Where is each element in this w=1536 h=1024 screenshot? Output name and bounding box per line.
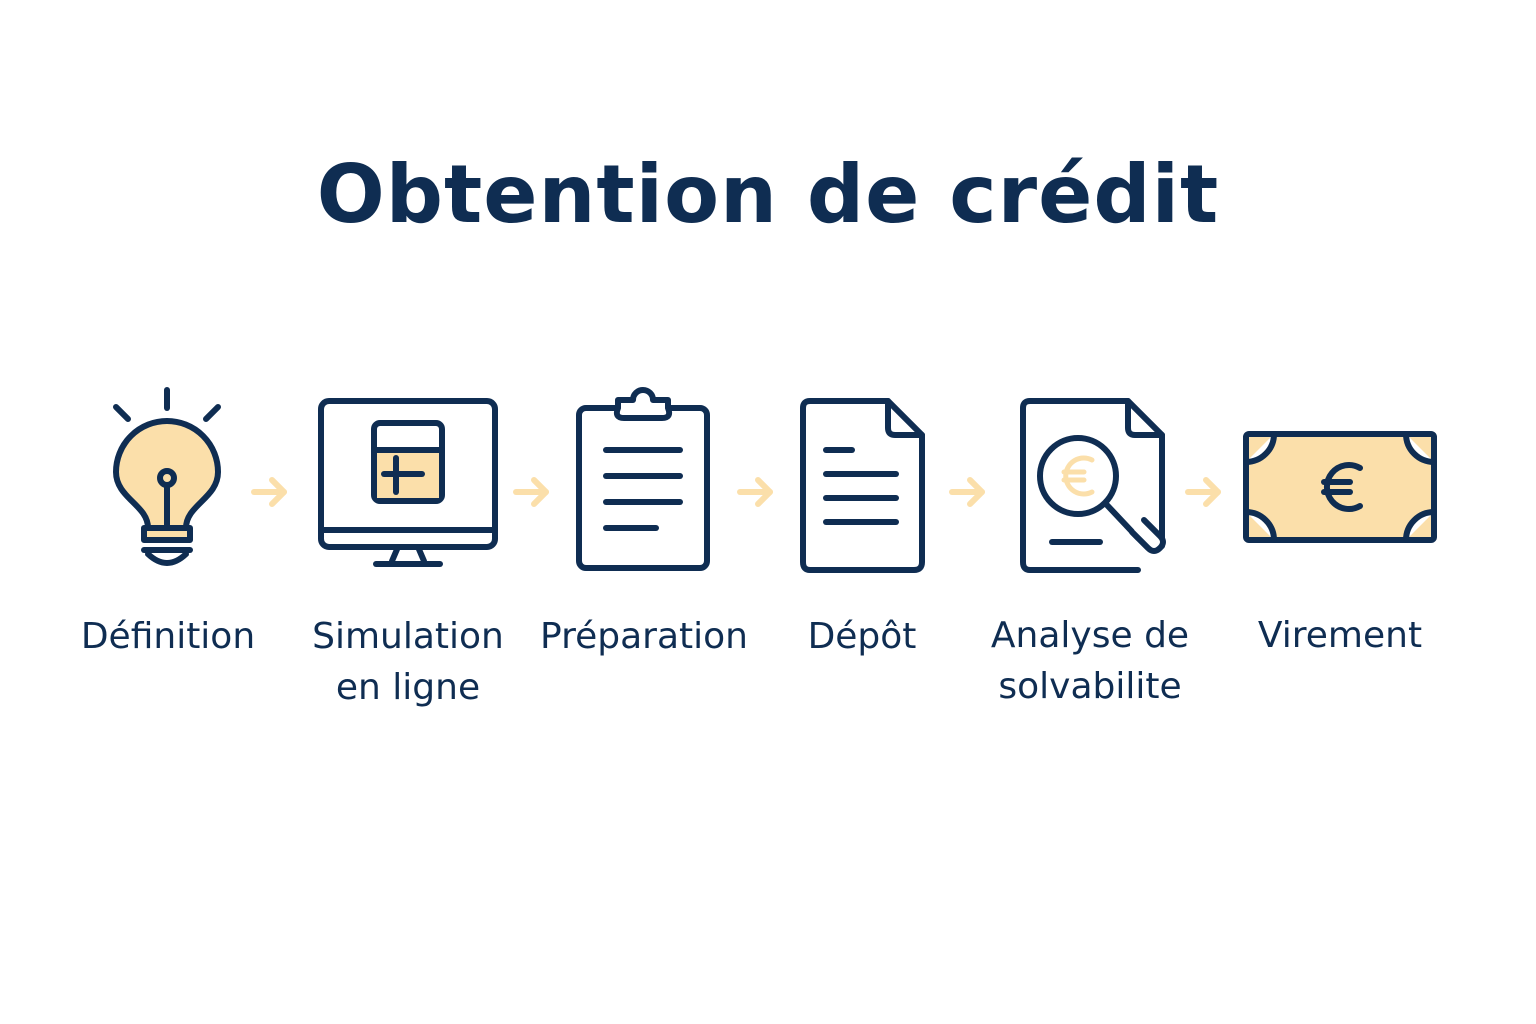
step-label-preparation: Préparation xyxy=(540,616,748,657)
document-icon xyxy=(800,398,925,573)
magnifier-euro-document-icon xyxy=(1020,398,1166,573)
arrow-right-icon xyxy=(513,477,549,507)
diagram-title: Obtention de crédit xyxy=(316,148,1220,241)
arrow-right-icon xyxy=(949,477,985,507)
arrow-right-icon xyxy=(251,477,287,507)
lightbulb-icon xyxy=(113,387,221,566)
step-label-depot: Dépôt xyxy=(807,616,917,657)
arrow-right-icon xyxy=(737,477,773,507)
step-label-definition: Définition xyxy=(80,616,256,657)
step-label-virement: Virement xyxy=(1257,615,1423,656)
euro-banknote-icon xyxy=(1243,431,1437,543)
step-label-analyse: Analyse de solvabilite xyxy=(990,615,1190,707)
clipboard-icon xyxy=(576,387,710,571)
arrow-right-icon xyxy=(1185,477,1221,507)
monitor-calculator-icon xyxy=(318,398,498,567)
step-label-simulation: Simulation en ligne xyxy=(312,616,504,708)
